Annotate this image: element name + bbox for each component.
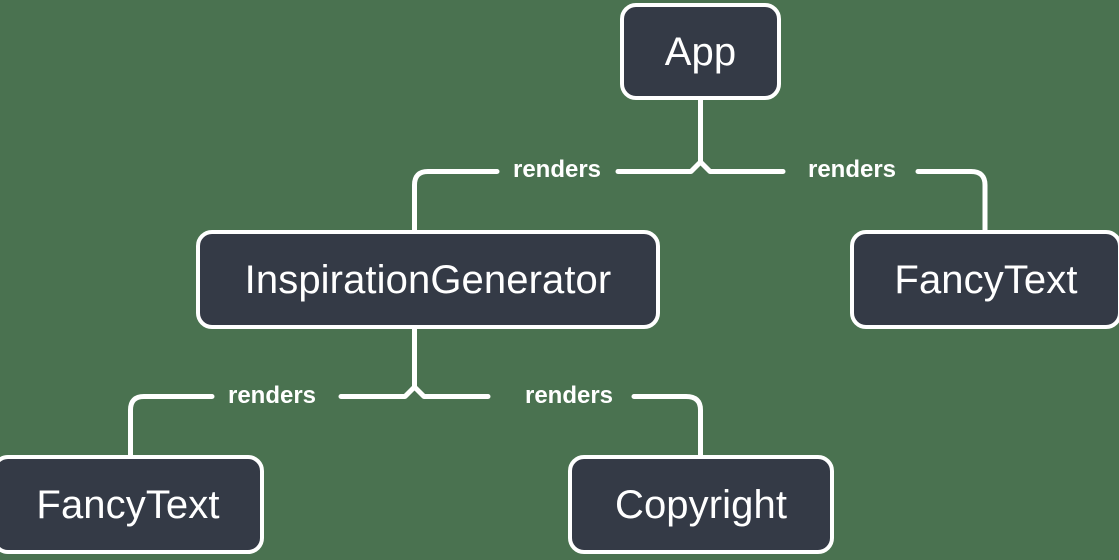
edge-label-inspiration-generator-to-fancytext: renders xyxy=(227,382,317,409)
node-app[interactable]: App xyxy=(620,3,781,100)
wire-app-left-elbow xyxy=(412,169,500,234)
node-fancytext-right-label: FancyText xyxy=(894,257,1078,302)
node-copyright[interactable]: Copyright xyxy=(568,455,834,554)
node-inspiration-generator[interactable]: InspirationGenerator xyxy=(196,230,660,329)
node-app-label: App xyxy=(664,29,737,74)
wire-ig-right-elbow xyxy=(631,394,703,459)
node-inspiration-generator-label: InspirationGenerator xyxy=(244,257,612,302)
wire-ig-junction-left xyxy=(338,384,417,399)
wire-app-right-elbow xyxy=(915,169,988,234)
edge-label-app-to-fancytext-right: renders xyxy=(807,156,897,183)
edge-label-inspiration-generator-to-copyright: renders xyxy=(524,382,614,409)
wire-app-junction-left xyxy=(619,159,703,174)
wire-ig-left-elbow xyxy=(128,394,215,459)
node-fancytext-right[interactable]: FancyText xyxy=(850,230,1119,329)
edge-label-app-to-inspiration-generator: renders xyxy=(512,156,602,183)
wire-ig-junction-right xyxy=(412,384,491,399)
node-fancytext-bottom-left[interactable]: FancyText xyxy=(0,455,264,554)
wire-app-junction-right xyxy=(698,159,782,174)
node-fancytext-bottom-left-label: FancyText xyxy=(36,482,220,527)
node-copyright-label: Copyright xyxy=(614,482,788,527)
